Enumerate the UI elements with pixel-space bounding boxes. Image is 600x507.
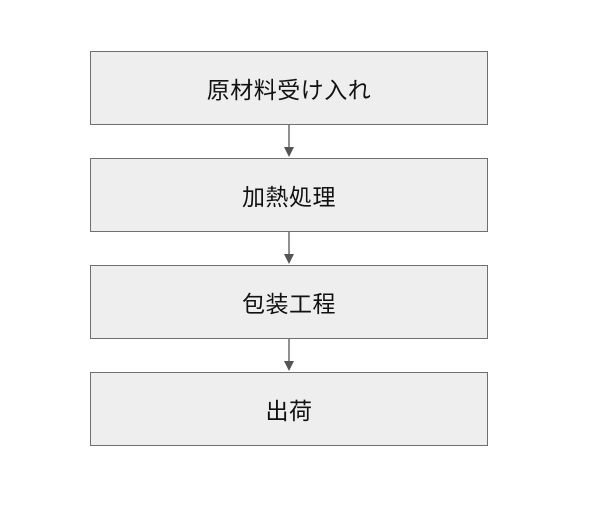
step-box-receiving: 原材料受け入れ: [90, 51, 488, 125]
step-box-heating: 加熱処理: [90, 158, 488, 232]
step-label-shipping: 出荷: [265, 399, 313, 425]
step-box-packaging: 包装工程: [90, 265, 488, 339]
flow-arrow-2: [284, 232, 294, 264]
flow-arrow-1: [284, 125, 294, 157]
step-label-heating: 加熱処理: [242, 185, 336, 211]
step-label-packaging: 包装工程: [242, 292, 336, 318]
step-box-shipping: 出荷: [90, 372, 488, 446]
flow-arrow-3: [284, 339, 294, 371]
step-label-receiving: 原材料受け入れ: [206, 78, 372, 104]
